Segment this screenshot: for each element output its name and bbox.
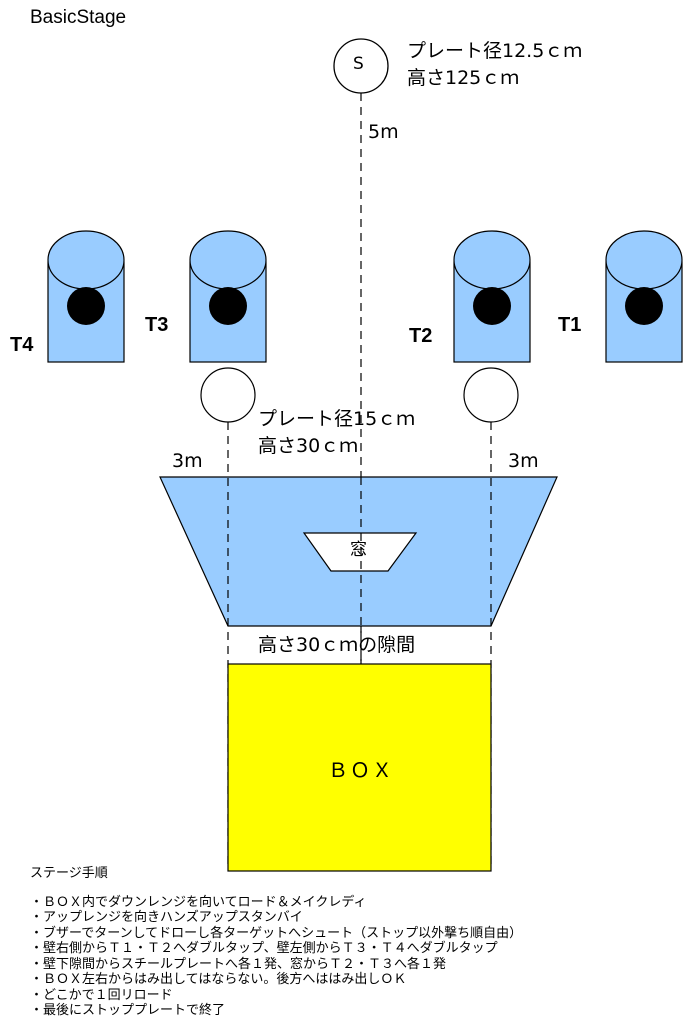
stage-procedure: ステージ手順 ・ＢＯＸ内でダウンレンジを向いてロード＆メイクレディ ・アップレン… [30,866,522,1019]
procedure-list: ・ＢＯＸ内でダウンレンジを向いてロード＆メイクレディ ・アップレンジを向きハンズ… [30,895,522,1019]
procedure-step: ・壁右側からＴ１・Ｔ２へダブルタップ、壁左側からＴ３・Ｔ４へダブルタップ [30,941,498,956]
procedure-step: ・壁下隙間からスチールプレートへ各１発、窓からＴ２・Ｔ３へ各１発 [30,956,447,972]
start-distance-label: 5m [368,121,399,143]
target-t4 [47,230,125,363]
steel-plate-left [200,367,256,423]
steel-plate-right [463,367,519,423]
target-t3 [189,230,267,363]
target-t3-label: T3 [145,314,169,336]
box-label: ＢＯＸ [328,758,394,782]
procedure-step: ・どこかで１回リロード [30,987,173,1003]
procedure-step: ・ブザーでターンしてドローし各ターゲットへシュート（ストップ以外撃ち順自由） [30,925,523,941]
start-plate-label: S [353,54,364,74]
procedure-step: ・最後にストッププレートで終了 [30,1003,226,1018]
target-t4-label: T4 [10,334,34,356]
left-distance-label: 3m [172,450,203,472]
window [302,532,418,572]
start-plate-size: プレート径12.5ｃｍ [407,40,583,62]
window-label: 窓 [350,540,367,560]
target-t1 [605,230,683,363]
steel-plate-height: 高さ30ｃｍ [258,435,359,457]
gap-label: 高さ30ｃｍの隙間 [258,634,416,656]
shooting-box [227,663,492,872]
target-t2 [453,230,531,363]
procedure-step: ・アップレンジを向きハンズアップスタンバイ [30,910,303,925]
target-t1-label: T1 [558,314,582,336]
procedure-heading: ステージ手順 [30,866,108,881]
steel-plate-size: プレート径15ｃｍ [258,408,416,430]
start-plate-height: 高さ125ｃｍ [407,67,520,89]
procedure-step: ・ＢＯＸ左右からはみ出してはならない。後方へははみ出しＯＫ [30,972,407,987]
target-t2-label: T2 [409,325,433,347]
right-distance-label: 3m [508,450,539,472]
start-plate-circle [333,38,389,94]
page-title: BasicStage [30,7,127,28]
procedure-step: ・ＢＯＸ内でダウンレンジを向いてロード＆メイクレディ [30,894,367,910]
